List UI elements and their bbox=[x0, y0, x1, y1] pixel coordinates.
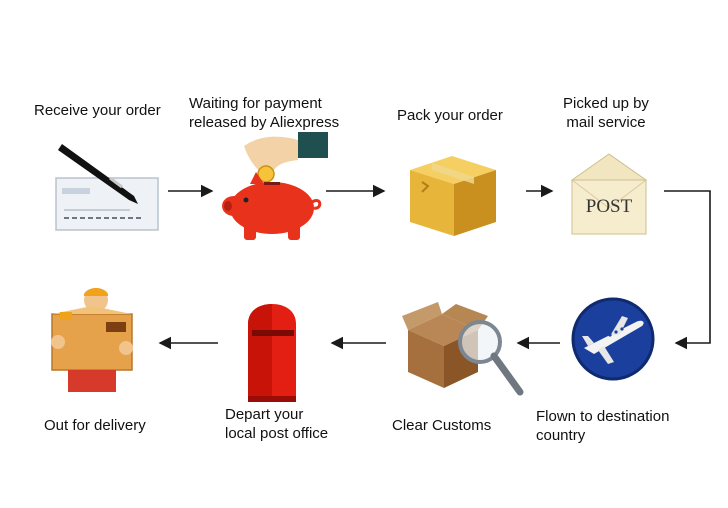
label-clear-customs: Clear Customs bbox=[392, 417, 492, 434]
magnifier-box-icon bbox=[402, 302, 524, 396]
arrow-picked-to-flown bbox=[664, 190, 711, 350]
label-out-for-delivery: Out for delivery bbox=[44, 417, 146, 434]
label-picked-up: Picked up by mail service bbox=[563, 95, 649, 131]
post-stamp-text: POST bbox=[586, 196, 633, 217]
piggy-bank-icon bbox=[222, 132, 328, 240]
label-receive-order: Receive your order bbox=[34, 102, 161, 119]
label-flown: Flown to destination country bbox=[536, 408, 670, 444]
signing-pen-icon bbox=[55, 144, 159, 231]
parcel-box-icon bbox=[410, 156, 496, 236]
post-envelope-icon: POST bbox=[570, 153, 648, 235]
label-pack-order: Pack your order bbox=[397, 107, 503, 124]
mailbox-icon bbox=[248, 304, 296, 402]
courier-icon bbox=[51, 288, 133, 392]
label-depart-post-office: Depart your local post office bbox=[225, 406, 329, 442]
label-waiting-payment: Waiting for payment released by Aliexpre… bbox=[189, 95, 340, 131]
airplane-icon bbox=[571, 297, 655, 381]
